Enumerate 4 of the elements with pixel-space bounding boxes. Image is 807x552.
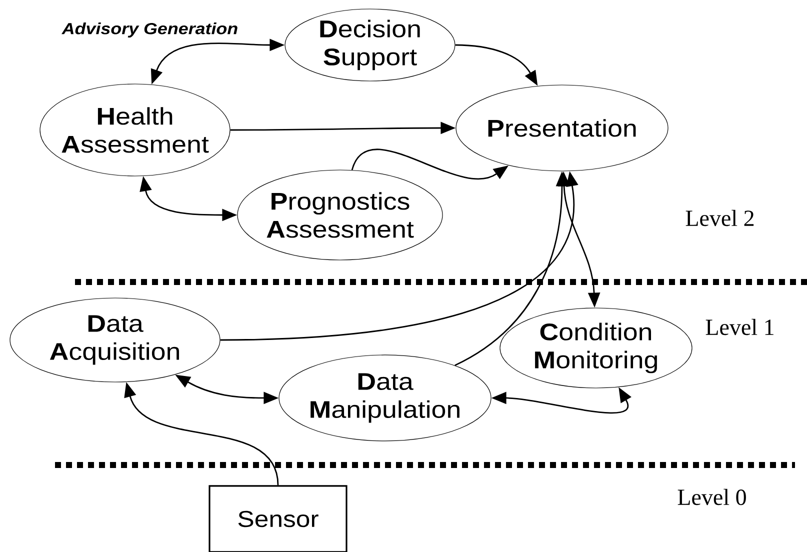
sensor-box: Sensor [208, 485, 348, 552]
level-label: Level 2 [686, 210, 754, 226]
level-label: Level 0 [678, 488, 746, 506]
advisory-title: Advisory Generation [62, 22, 238, 38]
